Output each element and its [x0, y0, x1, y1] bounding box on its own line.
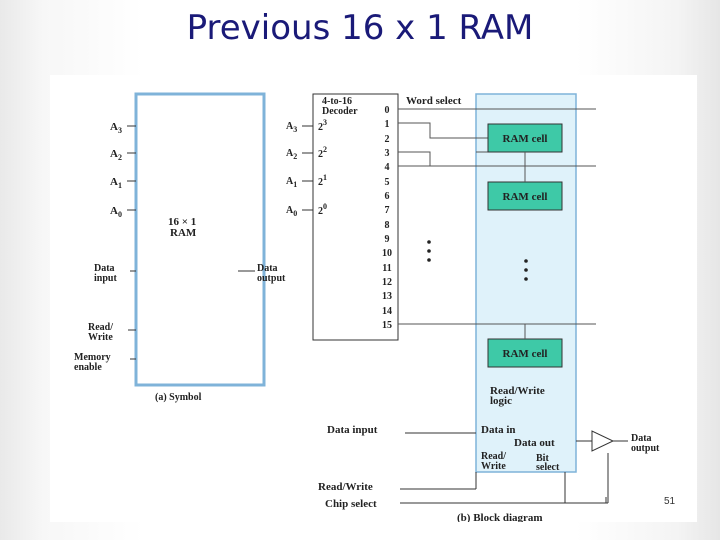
decoder-output-12: 12 — [382, 277, 392, 288]
svg-text:enable: enable — [74, 362, 102, 373]
block-data-input-label: Data input — [327, 424, 378, 436]
word-select-label: Word select — [406, 95, 462, 107]
svg-text:RAM cell: RAM cell — [503, 348, 548, 360]
decoder-output-labels: 0 1 2 3 4 5 6 7 8 9 10 11 12 13 14 15 — [382, 105, 392, 331]
ram-cell-3 — [487, 338, 563, 368]
decoder-output-11: 11 — [382, 263, 391, 274]
svg-text:A0: A0 — [110, 205, 122, 219]
data-out-label: Data out — [514, 437, 555, 449]
symbol-data-input-label: Data — [94, 263, 115, 274]
symbol-address-inputs: A3 A2 A1 A0 — [110, 121, 136, 219]
ram-cell-2 — [487, 181, 563, 211]
slide-title: Previous 16 x 1 RAM — [186, 8, 534, 48]
rw-inner-label-line1: Read/ — [481, 451, 506, 462]
svg-text:output: output — [257, 273, 286, 284]
svg-text:A0: A0 — [286, 205, 297, 218]
rw-inner-label-line2: Write — [481, 461, 506, 472]
block-caption: (b) Block diagram — [457, 512, 543, 522]
svg-text:output: output — [631, 443, 660, 454]
ram-cell-top: RAM cell — [487, 123, 563, 153]
symbol-addr-a0: A0 — [110, 205, 136, 219]
symbol-addr-a3: A3 — [110, 121, 136, 135]
decoder-title-line2: Decoder — [322, 106, 358, 117]
decoder-output-10: 10 — [382, 248, 392, 259]
memory-column — [475, 93, 577, 473]
symbol-memory-enable-label: Memory — [74, 352, 111, 363]
decoder-output-2: 2 — [385, 134, 390, 145]
decoder-output-14: 14 — [382, 306, 392, 317]
svg-text:A1: A1 — [110, 176, 122, 190]
diagram-panel: A3 A2 A1 A0 16 × 1 RAM Data input Read/ … — [50, 75, 697, 524]
page-number: 51 — [664, 496, 676, 507]
decoder-output-8: 8 — [385, 220, 390, 231]
decoder-output-13: 13 — [382, 291, 392, 302]
svg-text:A1: A1 — [286, 176, 297, 189]
ram-cell-1 — [487, 123, 563, 153]
chip-select-label: Chip select — [325, 498, 377, 510]
decoder-title-line1: 4-to-16 — [322, 96, 352, 107]
symbol-data-output-label: Data — [257, 263, 278, 274]
decoder-box — [312, 93, 399, 341]
symbol-box-label-line2: RAM — [170, 227, 197, 239]
ram-cell-bottom: RAM cell — [487, 338, 563, 368]
decoder-output-3: 3 — [385, 148, 390, 159]
data-in-label: Data in — [481, 424, 516, 436]
symbol-addr-a1: A1 — [110, 176, 136, 190]
decoder-input-a2: A2 22 — [286, 145, 327, 161]
svg-text:A3: A3 — [110, 121, 122, 135]
decoder-output-1: 1 — [385, 119, 390, 130]
output-buffer-icon — [591, 430, 615, 452]
svg-text:A2: A2 — [110, 148, 122, 162]
decoder-output-9: 9 — [385, 234, 390, 245]
decoder-output-7: 7 — [385, 205, 390, 216]
svg-text:21: 21 — [318, 173, 327, 188]
svg-text:Write: Write — [88, 332, 113, 343]
decoder-input-a0: A0 20 — [286, 202, 327, 218]
svg-text:A2: A2 — [286, 148, 297, 161]
svg-text:23: 23 — [318, 118, 327, 133]
decoder-inputs: A3 23 A2 22 A1 21 A0 20 — [286, 118, 327, 218]
svg-text:input: input — [94, 273, 117, 284]
block-diagram: 4-to-16 Decoder Word select A3 23 A2 22 … — [286, 93, 660, 524]
rw-logic-label-line2: logic — [490, 395, 512, 407]
ram-cell-middle: RAM cell — [487, 181, 563, 211]
svg-text:RAM cell: RAM cell — [503, 191, 548, 203]
bit-select-label-line1: Bit — [536, 453, 549, 464]
block-data-output-label: Data — [631, 433, 652, 444]
ram-symbol-box — [134, 92, 266, 387]
svg-text:RAM cell: RAM cell — [503, 133, 548, 145]
symbol-addr-a2: A2 — [110, 148, 136, 162]
decoder-output-15: 15 — [382, 320, 392, 331]
decoder-input-a1: A1 21 — [286, 173, 327, 189]
symbol-diagram: A3 A2 A1 A0 16 × 1 RAM Data input Read/ … — [74, 92, 286, 403]
rw-logic-label-line1: Read/Write — [490, 385, 545, 397]
decoder-output-4: 4 — [385, 162, 390, 173]
decoder-output-6: 6 — [385, 191, 390, 202]
symbol-read-write-label: Read/ — [88, 322, 113, 333]
decoder-output-0: 0 — [385, 105, 390, 116]
svg-text:20: 20 — [318, 202, 327, 217]
decoder-input-a3: A3 23 — [286, 118, 327, 134]
ram-diagram: A3 A2 A1 A0 16 × 1 RAM Data input Read/ … — [74, 92, 660, 524]
symbol-box-label-line1: 16 × 1 — [168, 216, 196, 228]
symbol-caption: (a) Symbol — [155, 392, 202, 403]
decoder-output-5: 5 — [385, 177, 390, 188]
block-read-write-label: Read/Write — [318, 481, 373, 493]
svg-text:22: 22 — [318, 145, 327, 160]
bit-select-label-line2: select — [536, 462, 560, 473]
svg-text:A3: A3 — [286, 121, 297, 134]
